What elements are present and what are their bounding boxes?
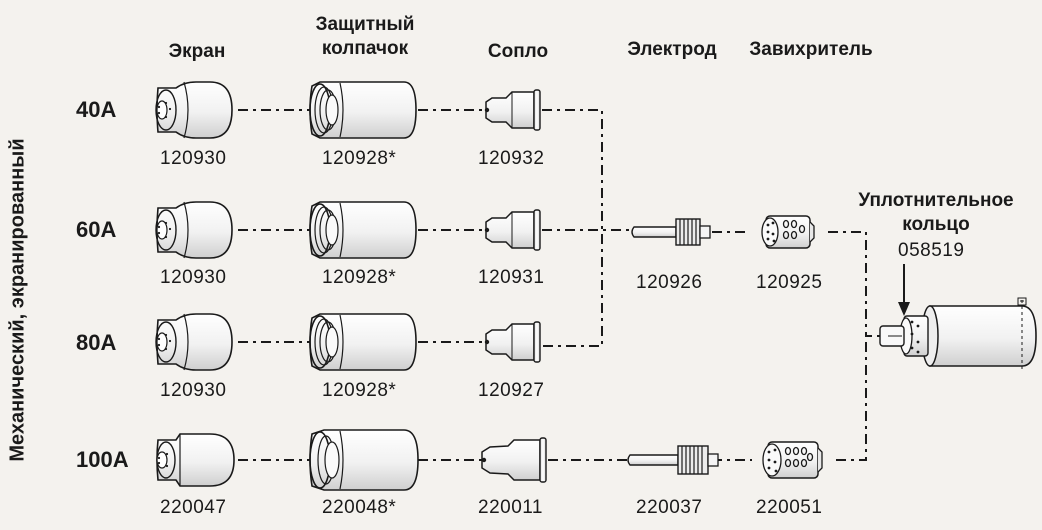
header-electrode: Электрод	[627, 39, 717, 60]
amp-label-80a: 80A	[76, 330, 117, 355]
o-ring-pointer-arrow	[898, 264, 910, 316]
part-number: 120930	[160, 267, 227, 288]
retaining-cap-100a-icon	[309, 429, 419, 491]
part-number: 120926	[636, 272, 703, 293]
header-swirl-ring: Завихритель	[749, 39, 873, 60]
electrode-220037-icon	[627, 445, 719, 475]
header-shield: Экран	[168, 41, 226, 62]
part-number: 120930	[160, 148, 227, 169]
part-number: 120927	[478, 380, 545, 401]
part-number: 120931	[478, 267, 545, 288]
amp-label-100a: 100A	[76, 447, 129, 472]
amp-label-40a: 40A	[76, 97, 117, 122]
retaining-cap-60a-icon	[309, 201, 417, 259]
retaining-cap-80a-icon	[309, 313, 417, 371]
o-ring-part-number: 058519	[898, 240, 965, 261]
part-number: 220047	[160, 497, 227, 518]
part-number: 120925	[756, 272, 823, 293]
part-number: 220048*	[322, 497, 397, 518]
nozzle-80a-icon	[484, 321, 541, 363]
part-number: 220011	[478, 497, 543, 518]
part-number: 220051	[756, 497, 823, 518]
header-nozzle: Сопло	[487, 41, 549, 62]
part-number: 120928*	[322, 380, 397, 401]
part-number: 220037	[636, 497, 703, 518]
shield-80a-icon	[155, 313, 233, 371]
torch-body-icon	[879, 297, 1037, 372]
nozzle-40a-icon	[484, 89, 541, 131]
connector-lines	[238, 109, 880, 461]
retaining-cap-40a-icon	[309, 81, 417, 139]
part-number: 120932	[478, 148, 545, 169]
part-number: 120928*	[322, 148, 397, 169]
nozzle-100a-icon	[481, 437, 547, 483]
part-number: 120928*	[322, 267, 397, 288]
shield-100a-icon	[156, 433, 235, 487]
amp-label-60a: 60A	[76, 217, 117, 242]
part-number: 120930	[160, 380, 227, 401]
swirl-ring-120925-icon	[761, 215, 815, 249]
shield-40a-icon	[155, 81, 233, 139]
shield-60a-icon	[155, 201, 233, 259]
electrode-120926-icon	[631, 218, 711, 246]
header-o-ring: Уплотнительное кольцо	[858, 190, 1014, 235]
nozzle-60a-icon	[484, 209, 541, 251]
header-retaining-cap: Защитный колпачок	[315, 14, 415, 59]
swirl-ring-220051-icon	[762, 441, 823, 479]
